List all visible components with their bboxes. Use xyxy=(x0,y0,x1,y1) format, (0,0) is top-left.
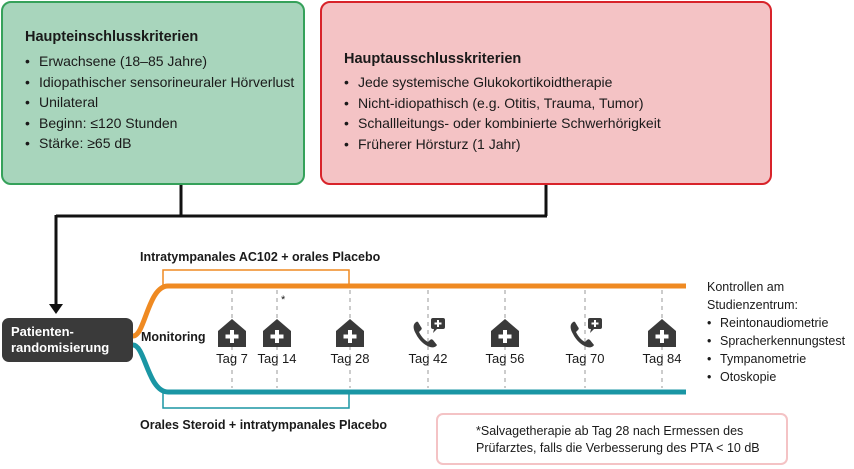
visit-label: Tag 56 xyxy=(485,351,525,366)
visit-day84: Tag 84 xyxy=(636,318,688,366)
arm-bottom-label: Orales Steroid + intratympanales Placebo xyxy=(140,418,387,432)
visit-label: Tag 70 xyxy=(565,351,605,366)
randomization-line2: randomisierung xyxy=(11,340,110,355)
controls-item: Tympanometrie xyxy=(707,350,845,368)
randomization-box: Patienten- randomisierung xyxy=(2,318,133,362)
visit-day70: Tag 70 xyxy=(559,318,611,366)
visit-day14: Tag 14 xyxy=(251,318,303,366)
site-controls: Kontrollen am Studienzentrum: Reintonaud… xyxy=(707,278,845,386)
inclusion-list: Erwachsene (18–85 Jahre) Idiopathischer … xyxy=(25,51,295,154)
phone-call-icon xyxy=(413,318,445,348)
monitoring-label: Monitoring xyxy=(141,330,206,344)
inclusion-item: Unilateral xyxy=(25,92,295,113)
exclusion-item: Nicht-idiopathisch (e.g. Otitis, Trauma,… xyxy=(344,93,764,114)
arm-bottom-line xyxy=(132,342,686,395)
controls-list: Reintonaudiometrie Spracherkennungstest … xyxy=(707,314,845,386)
inclusion-item: Stärke: ≥65 dB xyxy=(25,133,295,154)
bracket-bottom xyxy=(162,392,350,409)
exclusion-item: Früherer Hörsturz (1 Jahr) xyxy=(344,134,764,155)
phone-call-icon xyxy=(570,318,602,348)
salvage-footnote: *Salvagetherapie ab Tag 28 nach Ermessen… xyxy=(436,413,788,465)
clinic-icon xyxy=(263,319,291,347)
inclusion-criteria-box: Haupteinschlusskriterien Erwachsene (18–… xyxy=(1,1,305,185)
clinic-icon xyxy=(491,319,519,347)
visit-day42: Tag 42 xyxy=(402,318,454,366)
visit-day7: Tag 7 xyxy=(206,318,258,366)
clinic-icon xyxy=(648,319,676,347)
exclusion-item: Jede systemische Glukokortikoidtherapie xyxy=(344,72,764,93)
arm-top-line xyxy=(132,283,686,339)
clinic-icon xyxy=(336,319,364,347)
randomization-line1: Patienten- xyxy=(11,324,74,339)
exclusion-list: Jede systemische Glukokortikoidtherapie … xyxy=(344,72,764,154)
controls-item: Otoskopie xyxy=(707,368,845,386)
clinic-icon xyxy=(218,319,246,347)
inclusion-title: Haupteinschlusskriterien xyxy=(25,29,199,45)
visit-day56: Tag 56 xyxy=(479,318,531,366)
salvage-asterisk: * xyxy=(281,294,286,306)
visit-label: Tag 7 xyxy=(216,351,248,366)
arm-top-label: Intratympanales AC102 + orales Placebo xyxy=(140,250,381,264)
controls-item: Spracherkennungstest xyxy=(707,332,845,350)
inclusion-item: Erwachsene (18–85 Jahre) xyxy=(25,51,295,72)
inclusion-item: Idiopathischer sensorineuraler Hörverlus… xyxy=(25,72,295,93)
exclusion-item: Schallleitungs- oder kombinierte Schwerh… xyxy=(344,113,764,134)
controls-heading-line1: Kontrollen am xyxy=(707,280,785,294)
visit-day28: Tag 28 xyxy=(324,318,376,366)
connector-lines xyxy=(56,185,548,218)
footnote-line1: *Salvagetherapie ab Tag 28 nach Ermessen… xyxy=(476,424,744,438)
visit-label: Tag 42 xyxy=(408,351,448,366)
visit-label: Tag 84 xyxy=(642,351,682,366)
controls-heading-line2: Studienzentrum: xyxy=(707,298,799,312)
controls-item: Reintonaudiometrie xyxy=(707,314,845,332)
footnote-line2: Prüfarztes, falls die Verbesserung des P… xyxy=(476,441,760,455)
visit-label: Tag 28 xyxy=(330,351,370,366)
visit-label: Tag 14 xyxy=(257,351,297,366)
bracket-top xyxy=(162,269,350,286)
exclusion-criteria-box: Hauptausschlusskriterien Jede systemisch… xyxy=(320,1,772,185)
arrow-head xyxy=(49,304,63,314)
inclusion-item: Beginn: ≤120 Stunden xyxy=(25,113,295,134)
exclusion-title: Hauptausschlusskriterien xyxy=(344,51,522,67)
